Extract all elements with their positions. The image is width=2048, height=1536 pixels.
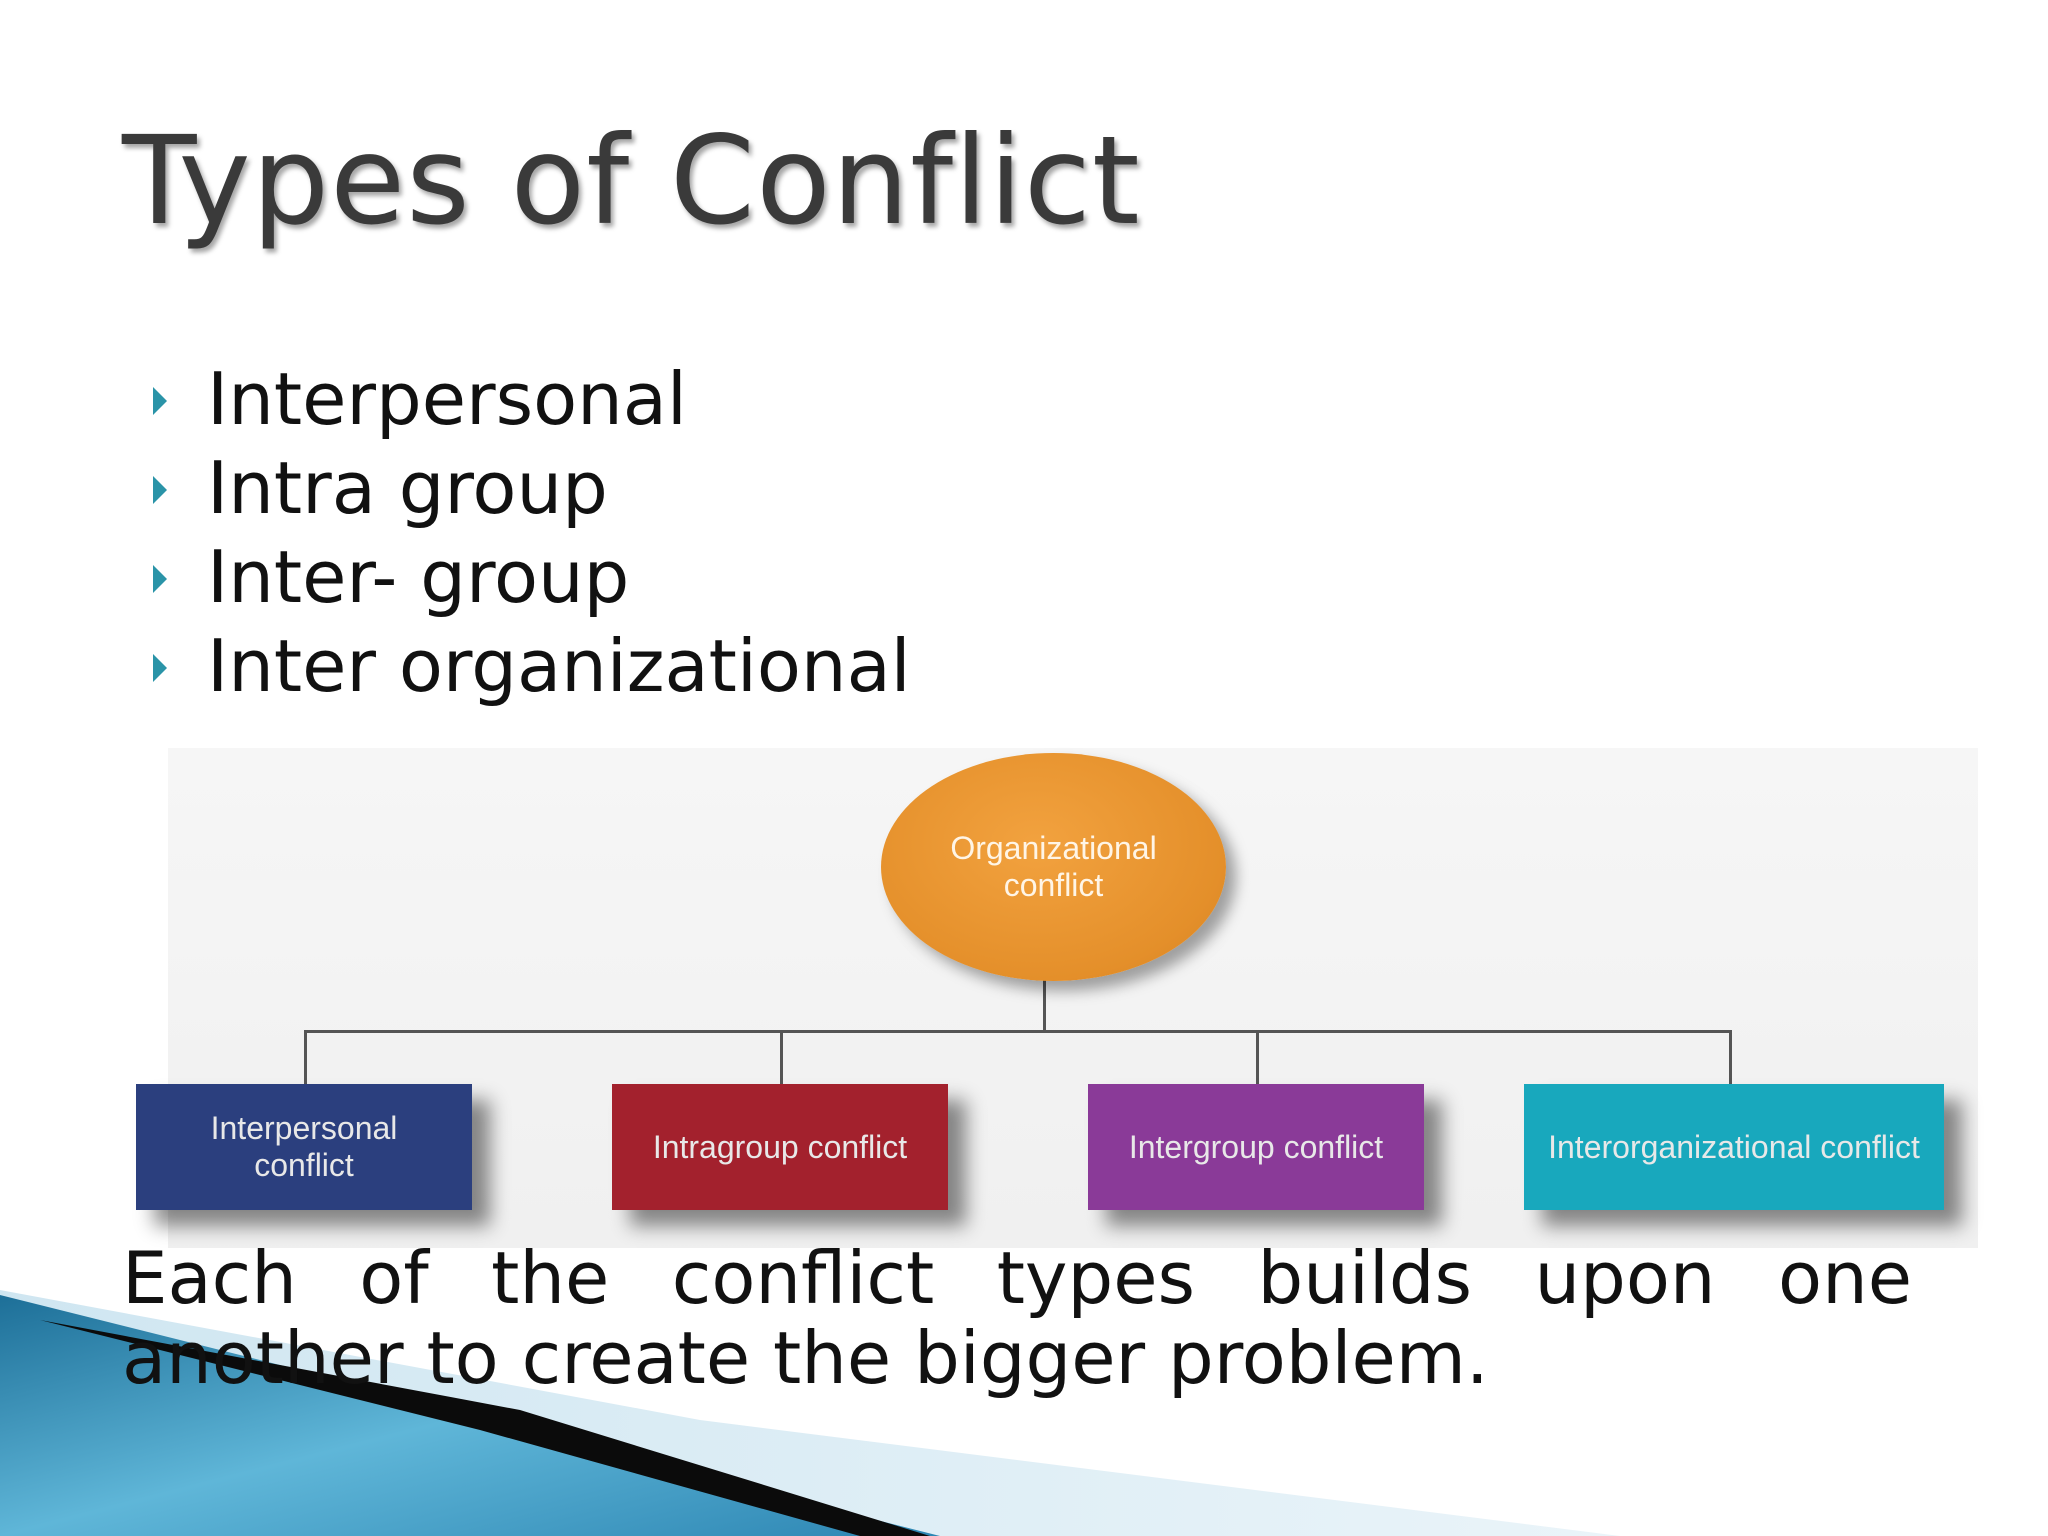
triangle-bullet-icon <box>153 476 167 504</box>
child-node-intergroup: Intergroup conflict <box>1088 1084 1424 1210</box>
bullet-item: Interpersonal <box>145 355 911 444</box>
connector-child-interpersonal <box>304 1030 307 1086</box>
triangle-bullet-icon <box>153 387 167 415</box>
child-node-label: Interpersonal conflict <box>210 1110 398 1183</box>
triangle-bullet-icon <box>153 565 167 593</box>
child-node-label: Intergroup conflict <box>1128 1128 1384 1165</box>
conflict-hierarchy-diagram: Organizational conflict Interpersonal co… <box>128 748 1978 1248</box>
child-node-intragroup: Intragroup conflict <box>612 1084 948 1210</box>
root-node-organizational-conflict: Organizational conflict <box>881 753 1226 981</box>
bullet-item: Intra group <box>145 444 911 533</box>
root-node-label: Organizational conflict <box>950 830 1157 903</box>
bullet-item: Inter organizational <box>145 622 911 711</box>
child-node-interpersonal: Interpersonal conflict <box>136 1084 472 1210</box>
bullet-text: Interpersonal <box>207 357 687 441</box>
summary-text: Each of the conflict types builds upon o… <box>122 1236 1912 1400</box>
bullet-text: Intra group <box>207 446 608 530</box>
bullet-item: Inter- group <box>145 533 911 622</box>
connector-child-intergroup <box>1256 1030 1259 1086</box>
child-node-interorganizational: Interorganizational conflict <box>1524 1084 1944 1210</box>
bullet-text: Inter organizational <box>207 624 911 708</box>
connector-root-stem <box>1043 980 1046 1032</box>
bullet-list: Interpersonal Intra group Inter- group I… <box>145 355 911 711</box>
slide-title: Types of Conflict <box>122 110 1141 252</box>
connector-child-intragroup <box>780 1030 783 1086</box>
connector-child-interorganizational <box>1729 1030 1732 1086</box>
bullet-text: Inter- group <box>207 535 630 619</box>
triangle-bullet-icon <box>153 654 167 682</box>
child-node-label: Intragroup conflict <box>652 1128 908 1165</box>
connector-horizontal-bar <box>304 1030 1732 1033</box>
child-node-label: Interorganizational conflict <box>1548 1128 1920 1165</box>
